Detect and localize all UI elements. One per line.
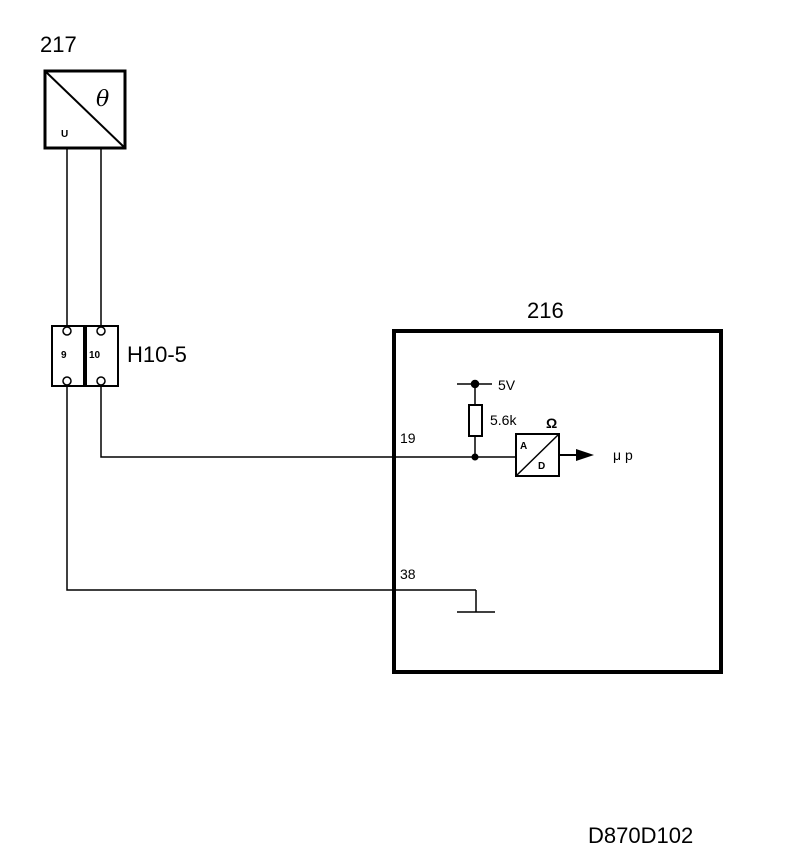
adc-d-label: D	[538, 461, 545, 472]
ecu-pin-19-label: 19	[400, 430, 416, 446]
temperature-sensor-217: θ U	[43, 69, 127, 150]
drawing-reference: D870D102	[588, 823, 693, 848]
harness-wires	[66, 385, 476, 591]
voltage-symbol: U	[61, 129, 68, 140]
microprocessor-label: μ p	[613, 447, 633, 463]
theta-symbol: θ	[96, 87, 109, 112]
junction-dot	[471, 453, 479, 461]
output-arrow-icon	[559, 449, 594, 461]
ecu-pin-38-label: 38	[400, 566, 416, 582]
ground-icon	[457, 590, 495, 613]
sensor-id-label: 217	[40, 32, 77, 57]
adc-a-label: A	[520, 441, 527, 452]
connector-h10-5: 9 10	[51, 325, 119, 387]
ecu-id-label: 216	[527, 298, 564, 323]
supply-voltage-label: 5V	[498, 377, 516, 393]
resistor-value-label: 5.6k	[490, 412, 517, 428]
connector-name-label: H10-5	[127, 342, 187, 367]
ad-converter: A D	[515, 433, 560, 477]
sensor-wires	[66, 148, 102, 326]
ecu-216-box	[392, 329, 723, 674]
ohm-symbol: Ω	[546, 415, 557, 431]
connector-pin-10: 10	[89, 350, 101, 361]
connector-pin-9: 9	[61, 350, 67, 361]
supply-5v	[457, 379, 492, 405]
pullup-resistor	[468, 404, 483, 437]
